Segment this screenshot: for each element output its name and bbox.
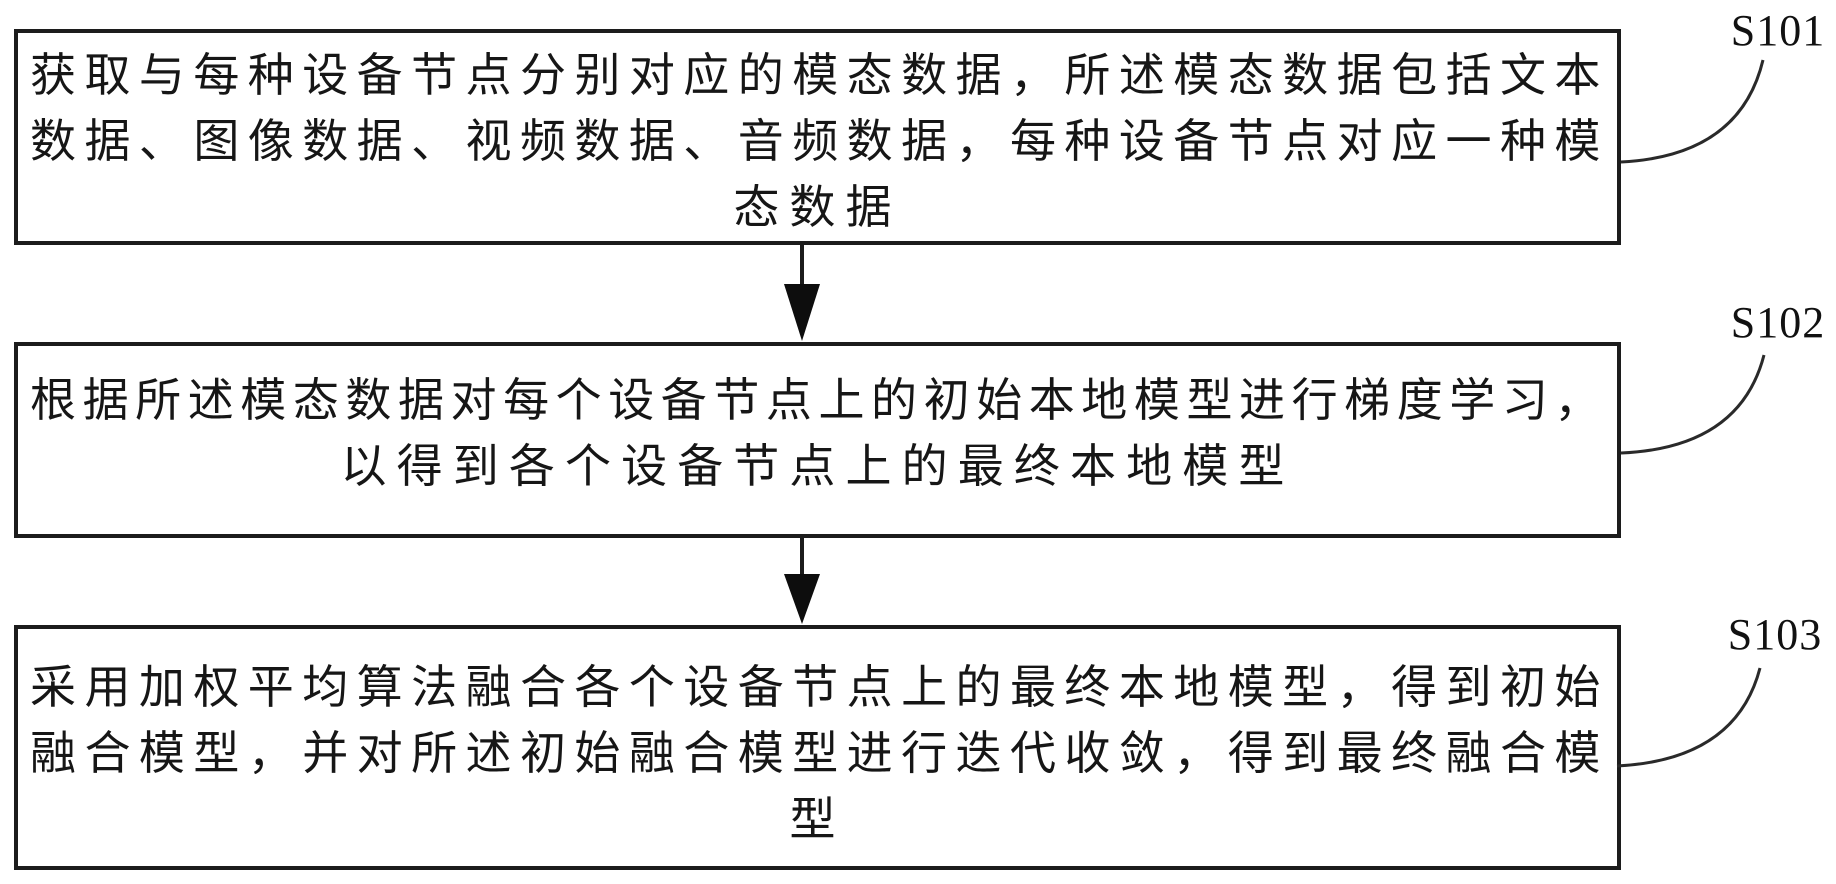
leader-line-s103 [1616,667,1762,768]
step-s102-line-1: 根据所述模态数据对每个设备节点上的初始本地模型进行梯度学习， [30,375,1605,426]
down-arrow-2 [784,538,820,624]
step-s103-line-3: 型 [789,794,846,845]
leader-line-s102 [1620,354,1766,455]
step-label-s102: S102 [1730,298,1826,347]
step-box-s103: 采用加权平均算法融合各个设备节点上的最终本地模型，得到初始 融合模型，并对所述初… [14,625,1621,870]
step-s103-line-1: 采用加权平均算法融合各个设备节点上的最终本地模型，得到初始 [30,662,1605,713]
step-box-s101: 获取与每种设备节点分别对应的模态数据，所述模态数据包括文本 数据、图像数据、视频… [14,29,1621,245]
step-box-s102: 根据所述模态数据对每个设备节点上的初始本地模型进行梯度学习， 以得到各个设备节点… [14,342,1621,538]
down-arrow-1 [784,245,820,341]
step-s101-line-2: 数据、图像数据、视频数据、音频数据，每种设备节点对应一种模 [30,116,1605,167]
step-label-s101: S101 [1730,6,1826,55]
step-s101-line-3: 态数据 [733,182,902,233]
step-s102-line-2: 以得到各个设备节点上的最终本地模型 [340,441,1295,492]
step-label-s103: S103 [1727,610,1823,659]
step-s101-line-1: 获取与每种设备节点分别对应的模态数据，所述模态数据包括文本 [30,50,1605,101]
leader-line-s101 [1620,59,1765,164]
step-s103-line-2: 融合模型，并对所述初始融合模型进行迭代收敛，得到最终融合模 [30,728,1605,779]
